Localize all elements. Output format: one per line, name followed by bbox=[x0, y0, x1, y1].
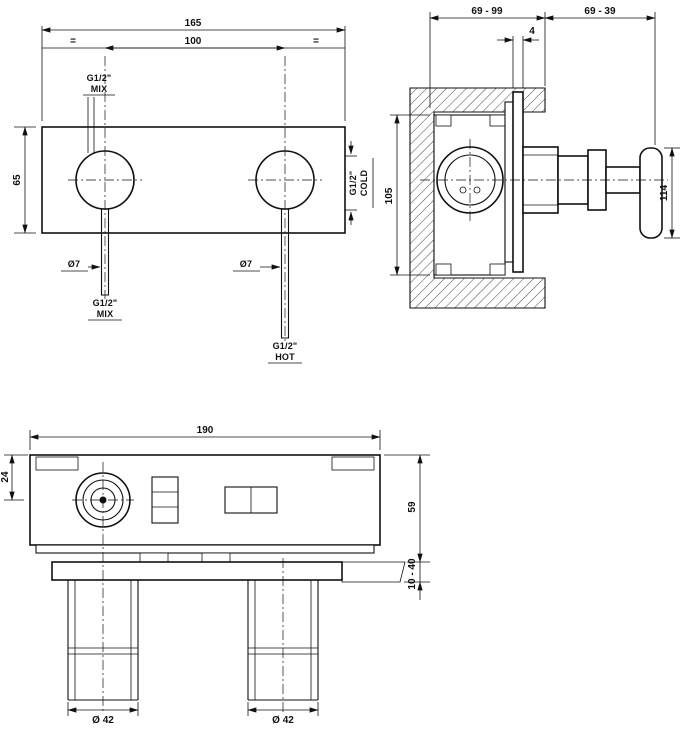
stub-left bbox=[139, 552, 169, 563]
dim-pipe-right-diameter: Ø 42 bbox=[272, 715, 294, 726]
dim-center-offset: 24 bbox=[0, 471, 11, 483]
dim-width-centers: 100 bbox=[185, 36, 202, 47]
top-view: 190 24 59 10 - 40 Ø 42 Ø 42 bbox=[0, 425, 430, 726]
box-rim bbox=[35, 544, 375, 554]
top-view-dimensions: 190 24 59 10 - 40 Ø 42 Ø 42 bbox=[0, 425, 430, 726]
center-lines bbox=[420, 139, 668, 221]
dim-pipe-right: Ø7 bbox=[240, 259, 252, 269]
center-lines bbox=[68, 56, 322, 342]
front-view-body bbox=[41, 56, 346, 342]
equal-mark-right: = bbox=[313, 36, 319, 47]
center-lines bbox=[102, 462, 284, 714]
port-mix-bottom-name: MIX bbox=[97, 309, 114, 319]
pipe-left bbox=[67, 580, 139, 701]
side-view: 69 - 99 69 - 39 4 105 114 bbox=[384, 6, 680, 309]
dim-body-height: 105 bbox=[384, 187, 395, 204]
spacer-plate bbox=[504, 101, 514, 263]
finish-plate bbox=[512, 91, 524, 273]
wall-section-hatch bbox=[409, 87, 546, 309]
front-view-dimensions: 165 = 100 = G1/2" MIX 65 Ø7 Ø7 bbox=[12, 18, 374, 364]
connection-block bbox=[151, 476, 179, 524]
dim-pipe-left-diameter: Ø 42 bbox=[92, 715, 114, 726]
dim-depth-range: 69 - 99 bbox=[471, 6, 503, 17]
dim-width-total: 165 bbox=[185, 18, 202, 29]
side-view-dimensions: 69 - 99 69 - 39 4 105 114 bbox=[384, 6, 680, 276]
wall-band-hatch bbox=[341, 561, 406, 583]
equal-mark-left: = bbox=[70, 36, 76, 47]
dim-wall-range: 10 - 40 bbox=[407, 558, 418, 590]
front-view: 165 = 100 = G1/2" MIX 65 Ø7 Ø7 bbox=[12, 18, 374, 364]
dim-depth: 59 bbox=[407, 501, 418, 513]
port-mix-top-name: MIX bbox=[91, 84, 108, 94]
dim-plate-thickness: 4 bbox=[529, 26, 535, 37]
port-mix-bottom-thread: G1/2" bbox=[93, 298, 118, 308]
port-hot-name: HOT bbox=[275, 352, 295, 362]
right-inlet-stem bbox=[280, 209, 290, 339]
mounting-tab-right bbox=[331, 456, 375, 471]
top-view-body bbox=[29, 454, 406, 714]
handle-lever bbox=[639, 147, 663, 239]
side-view-body bbox=[409, 87, 668, 309]
dim-height: 65 bbox=[12, 174, 23, 186]
dim-handle-height: 114 bbox=[659, 184, 670, 201]
finish-plate-top bbox=[51, 561, 343, 581]
port-cold-name: COLD bbox=[359, 170, 369, 197]
mounting-tab-left bbox=[35, 456, 79, 471]
dim-width: 190 bbox=[197, 425, 214, 436]
port-hot-thread: G1/2" bbox=[273, 341, 298, 351]
stub-right bbox=[201, 552, 231, 563]
dim-pipe-left: Ø7 bbox=[68, 259, 80, 269]
port-cold-thread: G1/2" bbox=[348, 171, 358, 196]
port-mix-top-thread: G1/2" bbox=[87, 73, 112, 83]
dim-handle-range: 69 - 39 bbox=[584, 6, 616, 17]
